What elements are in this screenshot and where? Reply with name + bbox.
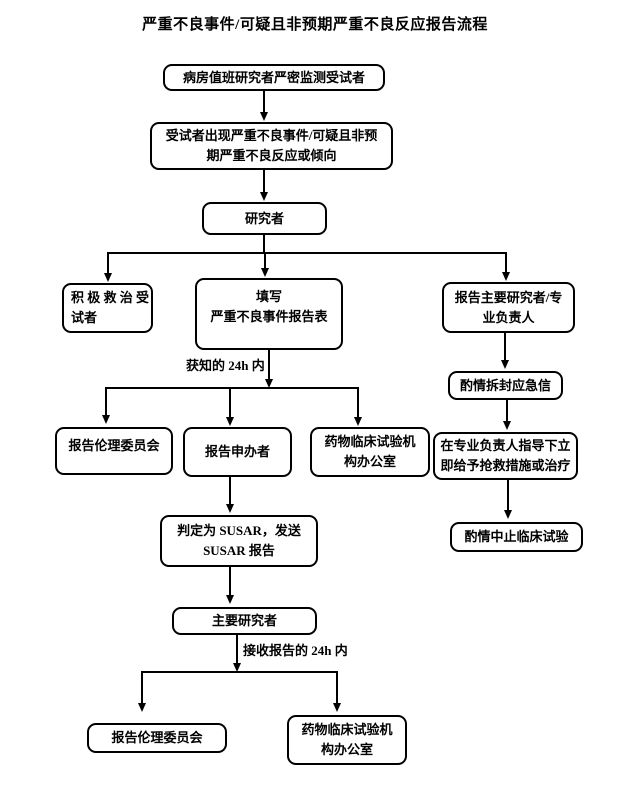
- arrowhead-measures-stoptrial: [504, 510, 512, 519]
- arrowhead-monitor-occurs: [260, 112, 268, 121]
- connector-branch3-ec2: [141, 671, 143, 704]
- node-report-sponsor: 报告申办者: [183, 427, 292, 477]
- connector-reportpi-unblind: [504, 333, 506, 361]
- arrowhead-branch2-gcp1: [354, 417, 362, 426]
- node-sae-occurs: 受试者出现严重不良事件/可疑且非预 期严重不良反应或倾向: [150, 122, 393, 170]
- connector-branch1-rescue: [107, 252, 109, 274]
- arrowhead-branch2-sponsor: [226, 417, 234, 426]
- node-report-ethics-committee-2-label: 报告伦理委员会: [111, 730, 203, 745]
- connector-branch1-reportpi: [505, 252, 507, 273]
- arrowhead-reportpi-unblind: [501, 360, 509, 369]
- node-unblind-emergency-letter: 酌情拆封应急信: [448, 371, 563, 400]
- node-principal-investigator: 主要研究者: [172, 607, 317, 635]
- node-report-ethics-committee-1-label: 报告伦理委员会: [68, 438, 160, 453]
- branch-line-3: [141, 671, 337, 673]
- arrowhead-occurs-investigator: [260, 192, 268, 201]
- node-stop-trial-label: 酌情中止临床试验: [464, 529, 569, 544]
- arrowhead-pi-branch3: [233, 663, 241, 672]
- node-investigator: 研究者: [202, 202, 327, 235]
- node-gcp-office-1-label: 药物临床试验机 构办公室: [324, 434, 416, 469]
- branch-line-2: [105, 387, 358, 389]
- connector-investigator-branch1: [263, 235, 265, 253]
- node-rescue-subject: 积 极 救 治 受 试者: [62, 283, 153, 333]
- node-sae-occurs-label: 受试者出现严重不良事件/可疑且非预 期严重不良反应或倾向: [165, 128, 378, 163]
- node-gcp-office-1: 药物临床试验机 构办公室: [310, 427, 430, 477]
- connector-branch2-sponsor: [229, 387, 231, 418]
- connector-unblind-measures: [506, 400, 508, 422]
- arrowhead-sponsor-susar: [226, 504, 234, 513]
- arrowhead-susar-pi: [226, 595, 234, 604]
- node-report-ethics-committee-2: 报告伦理委员会: [87, 723, 227, 753]
- connector-branch2-ec1: [105, 387, 107, 416]
- connector-monitor-occurs: [263, 91, 265, 113]
- node-ward-monitor-label: 病房值班研究者严密监测受试者: [182, 69, 365, 85]
- node-gcp-office-2: 药物临床试验机 构办公室: [287, 715, 407, 765]
- branch-line-1: [107, 252, 506, 254]
- connector-measures-stoptrial: [507, 480, 509, 511]
- arrowhead-branch3-gcp2: [333, 703, 341, 712]
- node-ward-monitor: 病房值班研究者严密监测受试者: [163, 64, 385, 91]
- node-unblind-emergency-letter-label: 酌情拆封应急信: [459, 377, 551, 393]
- arrowhead-branch1-fillform: [261, 268, 269, 277]
- arrowhead-branch1-rescue: [104, 273, 112, 282]
- connector-occurs-investigator: [263, 170, 265, 193]
- node-principal-investigator-label: 主要研究者: [211, 613, 277, 628]
- node-susar-report-label: 判定为 SUSAR，发送 SUSAR 报告: [177, 523, 301, 558]
- connector-fillform-branch2: [268, 350, 270, 380]
- node-rescue-measures-label: 在专业负责人指导下立 即给予抢救措施或治疗: [440, 438, 571, 473]
- arrowhead-branch1-reportpi: [502, 272, 510, 281]
- connector-sponsor-susar: [229, 477, 231, 505]
- node-rescue-subject-label: 积 极 救 治 受 试者: [71, 290, 150, 325]
- connector-susar-pi: [229, 567, 231, 596]
- node-report-pi-label: 报告主要研究者/专 业负责人: [454, 289, 563, 325]
- node-stop-trial: 酌情中止临床试验: [450, 522, 583, 552]
- node-fill-sae-form: 填写 严重不良事件报告表: [195, 278, 343, 350]
- node-report-ethics-committee-1: 报告伦理委员会: [55, 427, 173, 475]
- node-gcp-office-2-label: 药物临床试验机 构办公室: [301, 722, 393, 757]
- label-within-24h-of-knowledge: 获知的 24h 内: [186, 358, 265, 373]
- node-rescue-measures: 在专业负责人指导下立 即给予抢救措施或治疗: [433, 432, 578, 480]
- page-title: 严重不良事件/可疑且非预期严重不良反应报告流程: [142, 17, 488, 33]
- connector-branch3-gcp2: [336, 671, 338, 704]
- arrowhead-branch3-ec2: [138, 703, 146, 712]
- connector-branch2-gcp1: [357, 387, 359, 418]
- arrowhead-fillform-branch2: [265, 379, 273, 388]
- node-investigator-label: 研究者: [244, 210, 284, 226]
- node-fill-sae-form-label: 填写 严重不良事件报告表: [210, 289, 328, 324]
- connector-branch1-fillform: [264, 252, 266, 269]
- arrowhead-unblind-measures: [503, 421, 511, 430]
- node-report-sponsor-label: 报告申办者: [204, 444, 270, 459]
- label-within-24h-of-receipt: 接收报告的 24h 内: [243, 643, 348, 658]
- node-report-pi: 报告主要研究者/专 业负责人: [442, 282, 575, 333]
- connector-pi-branch3: [236, 635, 238, 664]
- node-susar-report: 判定为 SUSAR，发送 SUSAR 报告: [160, 515, 318, 567]
- arrowhead-branch2-ec1: [102, 415, 110, 424]
